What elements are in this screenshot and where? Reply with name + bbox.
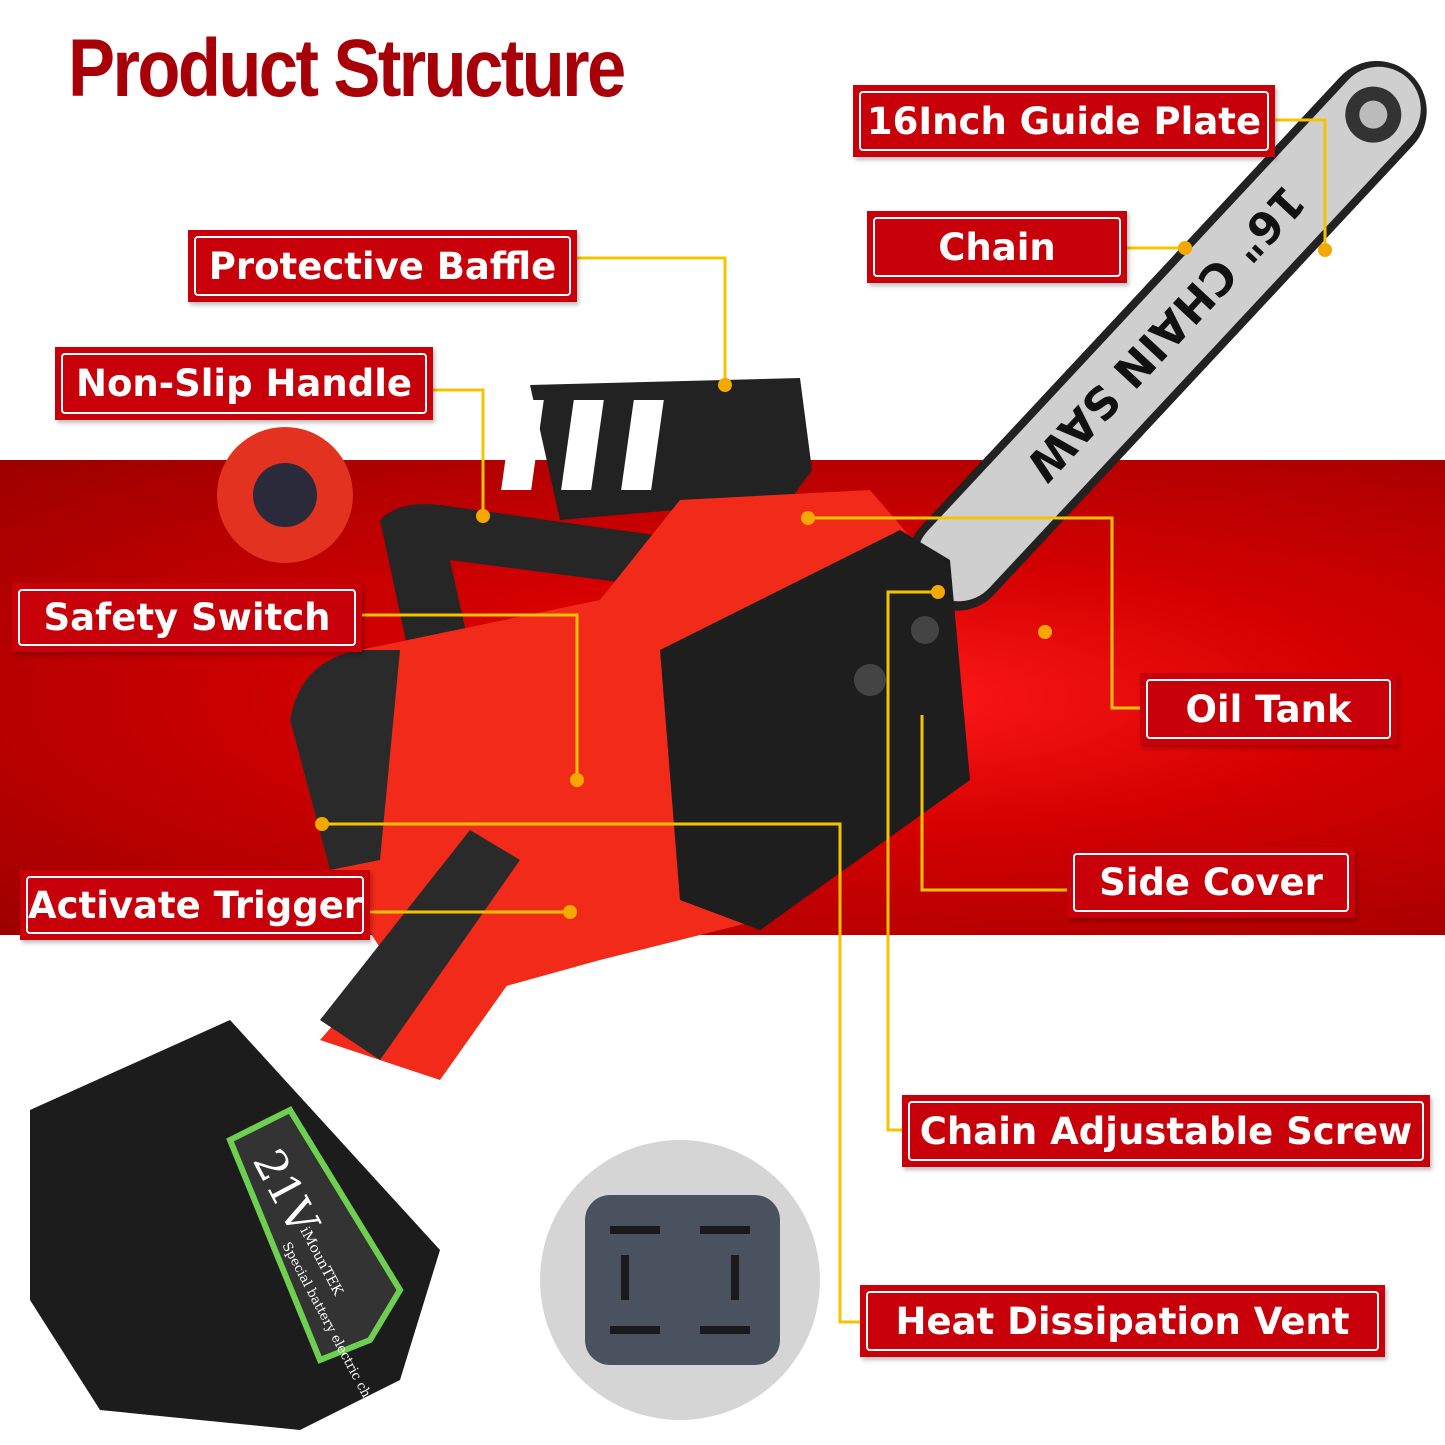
side-cover (660, 530, 970, 930)
label-safety-switch: Safety Switch (12, 583, 362, 652)
page-title: Product Structure (68, 23, 626, 114)
label-guide-plate: 16Inch Guide Plate (853, 85, 1275, 157)
label-text: Protective Baffle (194, 236, 571, 296)
label-side-cover: Side Cover (1067, 847, 1355, 918)
label-oil-tank: Oil Tank (1140, 673, 1397, 745)
label-text: Oil Tank (1146, 679, 1391, 739)
label-text: Safety Switch (18, 589, 356, 646)
label-text: Non-Slip Handle (61, 353, 427, 414)
label-non-slip-handle: Non-Slip Handle (55, 347, 433, 420)
handle (380, 504, 690, 660)
leader-lines (322, 118, 1327, 1324)
label-activate-trigger: Activate Trigger (20, 870, 370, 940)
label-chain: Chain (867, 211, 1127, 283)
label-protective-baffle: Protective Baffle (188, 230, 577, 302)
label-chain-adjustable-screw: Chain Adjustable Screw (902, 1095, 1430, 1167)
label-text: Heat Dissipation Vent (866, 1291, 1379, 1351)
label-text: Activate Trigger (26, 876, 364, 934)
label-text: Chain Adjustable Screw (908, 1101, 1424, 1161)
label-heat-dissipation-vent: Heat Dissipation Vent (860, 1285, 1385, 1357)
label-text: 16Inch Guide Plate (859, 91, 1269, 151)
label-text: Side Cover (1073, 853, 1349, 912)
battery (30, 1020, 440, 1430)
label-text: Chain (873, 217, 1121, 277)
